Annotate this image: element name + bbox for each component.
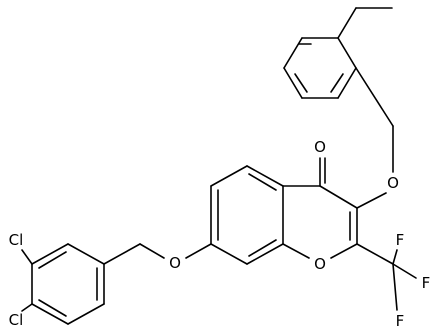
cf3-f-bottom-bond xyxy=(392,263,398,311)
c7-to-benzyl-o-bond xyxy=(185,243,212,259)
o1-c8a-bond xyxy=(282,243,310,259)
atom-labels: O O O O F F F Cl Cl xyxy=(9,138,431,330)
dcp-inner-bond-1 xyxy=(38,251,67,269)
cl-lower-bond xyxy=(21,303,33,312)
phenyl-inner-bond-2 xyxy=(294,73,308,93)
cf3-f-right-bond xyxy=(392,263,417,279)
ethyl-ch2-bond xyxy=(337,7,357,39)
phenyl-right-bond xyxy=(337,67,357,99)
cl-upper-bond xyxy=(21,249,33,265)
phenyl-top-right-bond xyxy=(337,37,357,69)
ether-o-to-c3-bond xyxy=(356,192,387,209)
dcp-bond-1 xyxy=(67,243,105,265)
c8-c8a-bond xyxy=(246,243,284,265)
phenyl-to-ether-o-bond xyxy=(355,67,394,127)
benzo-inner-bond-3 xyxy=(248,239,277,257)
aryl-ether-oxygen-label: O xyxy=(387,174,399,192)
bonds-group xyxy=(21,7,417,325)
benzo-inner-bond-1 xyxy=(248,173,277,191)
benzyl-ether-oxygen-label: O xyxy=(169,254,181,272)
ring-oxygen-label: O xyxy=(314,255,326,273)
benzyl-o-to-ch2-bond xyxy=(139,243,165,259)
c7-c8-bond xyxy=(210,243,248,265)
c2-cf3-bond xyxy=(356,243,394,265)
c4a-c5-bond xyxy=(246,165,284,187)
chlorine-upper-label: Cl xyxy=(9,231,24,249)
c2-o1-bond xyxy=(330,243,358,259)
c5-c6-bond xyxy=(210,165,248,187)
cf3-f-top-bond xyxy=(392,249,398,265)
dcp-inner-bond-2 xyxy=(38,299,67,317)
phenyl-inner-bond-1 xyxy=(330,73,344,93)
ch2-to-aryl-bond xyxy=(103,243,141,265)
chlorine-lower-label: Cl xyxy=(9,311,24,329)
phenyl-left-bond xyxy=(283,37,303,69)
c4-c3-bond xyxy=(319,185,358,209)
fluorine-top-label: F xyxy=(396,231,405,249)
fluorine-right-label: F xyxy=(422,274,431,292)
dcp-bond-5 xyxy=(67,303,105,325)
dcp-bond-4 xyxy=(31,303,69,325)
phenyl-bottom-left-bond xyxy=(283,67,303,99)
fluorine-bottom-label: F xyxy=(396,312,405,330)
dcp-bond-2 xyxy=(31,243,69,265)
carbonyl-oxygen-label: O xyxy=(314,138,326,156)
